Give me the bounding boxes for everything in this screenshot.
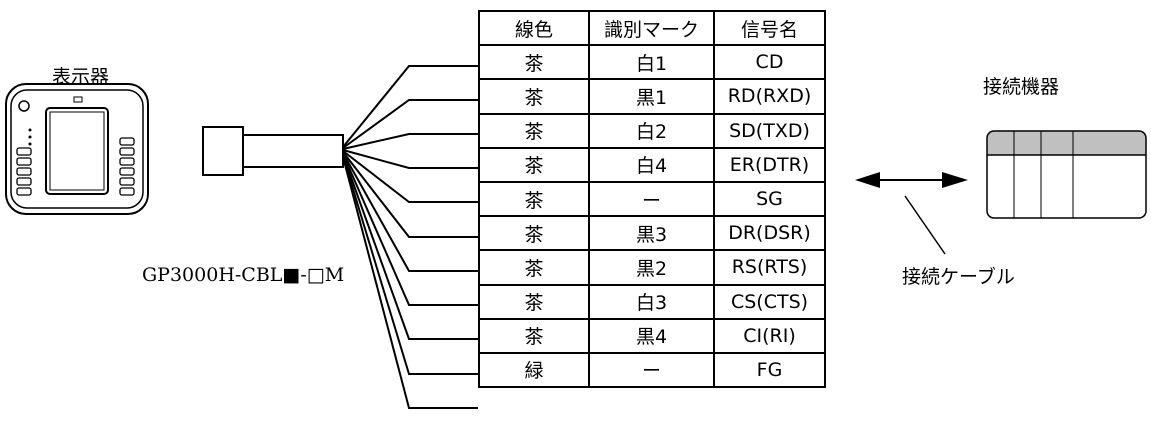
table-row: 茶 白4 ER(DTR) <box>478 146 826 183</box>
wire-color-cell: 緑 <box>478 351 590 389</box>
table-row: 茶 白3 CS(CTS) <box>478 283 826 320</box>
wire-color-cell: 茶 <box>478 146 590 183</box>
header-signal-name: 信号名 <box>713 9 826 47</box>
wire-color-cell: 茶 <box>478 215 590 252</box>
header-id-mark: 識別マーク <box>588 9 715 47</box>
table-header-row: 線色 識別マーク 信号名 <box>478 9 826 47</box>
cable-connector-icon <box>202 126 344 176</box>
signal-name-cell: CD <box>713 44 826 81</box>
wire-color-cell: 茶 <box>478 44 590 81</box>
id-mark-cell: 黒2 <box>588 249 715 286</box>
id-mark-cell: 黒3 <box>588 215 715 252</box>
id-mark-cell: 白4 <box>588 146 715 183</box>
wire-color-cell: 茶 <box>478 180 590 218</box>
table-row: 茶 ー SG <box>478 180 826 218</box>
signal-name-cell: RD(RXD) <box>713 78 826 115</box>
table-row: 茶 黒4 CI(RI) <box>478 317 826 354</box>
signal-name-cell: SD(TXD) <box>713 112 826 149</box>
signal-name-cell: ER(DTR) <box>713 146 826 183</box>
wire-color-cell: 茶 <box>478 112 590 149</box>
id-mark-cell: 黒4 <box>588 317 715 354</box>
id-mark-cell: 白1 <box>588 44 715 81</box>
table-row: 茶 白1 CD <box>478 44 826 81</box>
table-row: 茶 黒1 RD(RXD) <box>478 78 826 115</box>
id-mark-cell: ー <box>588 180 715 218</box>
wire-color-cell: 茶 <box>478 249 590 286</box>
display-device-icon <box>5 83 149 215</box>
signal-name-cell: CI(RI) <box>713 317 826 354</box>
cable-label: 接続ケーブル <box>902 266 1015 288</box>
double-arrow-icon <box>855 172 968 188</box>
display-label: 表示器 <box>52 66 110 88</box>
connected-device-label: 接続機器 <box>983 76 1060 98</box>
signal-name-cell: DR(DSR) <box>713 215 826 252</box>
signal-name-cell: CS(CTS) <box>713 283 826 320</box>
wire-color-cell: 茶 <box>478 283 590 320</box>
signal-name-cell: FG <box>713 351 826 389</box>
cable-leader-line <box>904 195 946 255</box>
table-row: 茶 黒3 DR(DSR) <box>478 215 826 252</box>
cable-part-number: GP3000H-CBL■-□M <box>142 264 345 286</box>
signal-name-cell: SG <box>713 180 826 218</box>
id-mark-cell: 黒1 <box>588 78 715 115</box>
wire-color-cell: 茶 <box>478 317 590 354</box>
connected-device-icon <box>986 130 1147 219</box>
cable-wires <box>342 65 478 409</box>
header-wire-color: 線色 <box>478 9 590 47</box>
id-mark-cell: ー <box>588 351 715 389</box>
wire-color-cell: 茶 <box>478 78 590 115</box>
table-row: 茶 黒2 RS(RTS) <box>478 249 826 286</box>
id-mark-cell: 白2 <box>588 112 715 149</box>
table-row: 緑 ー FG <box>478 351 826 389</box>
id-mark-cell: 白3 <box>588 283 715 320</box>
table-row: 茶 白2 SD(TXD) <box>478 112 826 149</box>
signal-name-cell: RS(RTS) <box>713 249 826 286</box>
wiring-table: 線色 識別マーク 信号名 茶 白1 CD 茶 黒1 RD(RXD) 茶 白2 S… <box>478 9 826 389</box>
